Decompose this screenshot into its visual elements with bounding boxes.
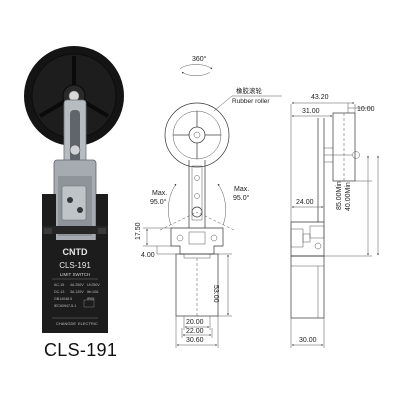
dim-53-00: 53.00: [212, 285, 219, 303]
spec-line: GB14048.5: [54, 297, 72, 301]
spec-line: DC-13: [54, 290, 64, 294]
dim-30-60: 30.60: [186, 337, 204, 344]
dim-40-00min: 40.00Min: [345, 182, 352, 211]
rotation-label: 360°: [192, 55, 207, 63]
side-view-drawing: 43.20 10.00 31.00 24.00 85.00Min 40.00Mi…: [290, 94, 379, 348]
spec-line: Ui:250V: [87, 283, 100, 287]
spec-line: IP65: [87, 297, 94, 301]
rotation-arrow: [179, 64, 213, 70]
arm-outline: [188, 160, 206, 228]
dim-85-00min: 85.00Min: [336, 181, 343, 210]
spec-line: AC-15: [54, 283, 64, 287]
dim-4-00: 4.00: [141, 252, 155, 259]
switch-body: [42, 194, 108, 333]
dim-24-00: 24.00: [296, 199, 314, 206]
dim-20-00: 20.00: [186, 319, 204, 326]
max-right-label: Max.: [234, 186, 249, 193]
spec-line: IEC60947-5-1: [54, 304, 76, 308]
brand-logo: CNTD: [63, 247, 88, 257]
dim-10-00: 10.00: [357, 106, 375, 113]
product-photo: CNTD CLS-191 LIMIT SWITCH AC-15 4A 250V …: [24, 46, 124, 333]
spec-line: 3A 120V: [70, 290, 84, 294]
dim-43-20: 43.20: [311, 94, 329, 101]
front-view-drawing: 360° 橡胶滚轮 Rubber roller Max. 95.0° Max. …: [135, 55, 282, 348]
roller-outline: [164, 102, 230, 168]
dim-30-00: 30.00: [299, 337, 317, 344]
side-body: [290, 255, 325, 319]
side-head: [290, 221, 325, 257]
spec-line: 4A 250V: [70, 283, 84, 287]
photo-type: LIMIT SWITCH: [60, 272, 90, 277]
model-caption: CLS-191: [44, 340, 118, 360]
max-left-value: 95.0°: [150, 198, 167, 206]
maker-right: ELECTRIC: [78, 321, 98, 326]
photo-model: CLS-191: [59, 261, 91, 270]
spec-line: Ith:10A: [87, 290, 99, 294]
max-left-label: Max.: [152, 190, 167, 197]
swing-arc-left: [168, 183, 177, 226]
roller-leader: [213, 95, 233, 112]
ce-mark-box: [83, 299, 95, 308]
rubber-roller-cn: 橡胶滚轮: [236, 86, 263, 95]
dim-22-00: 22.00: [186, 328, 204, 335]
side-arm: [317, 118, 325, 222]
dim-31-00: 31.00: [302, 108, 320, 115]
rubber-roller-en: Rubber roller: [232, 98, 270, 105]
maker-left: CHANGDE: [56, 321, 76, 326]
dim-17-50: 17.50: [135, 222, 142, 240]
roller-wheel: [24, 46, 124, 146]
max-right-value: 95.0°: [233, 194, 250, 202]
swing-arc-right: [217, 183, 226, 226]
spec-table: AC-15 4A 250V Ui:250V DC-13 3A 120V Ith:…: [54, 283, 100, 308]
